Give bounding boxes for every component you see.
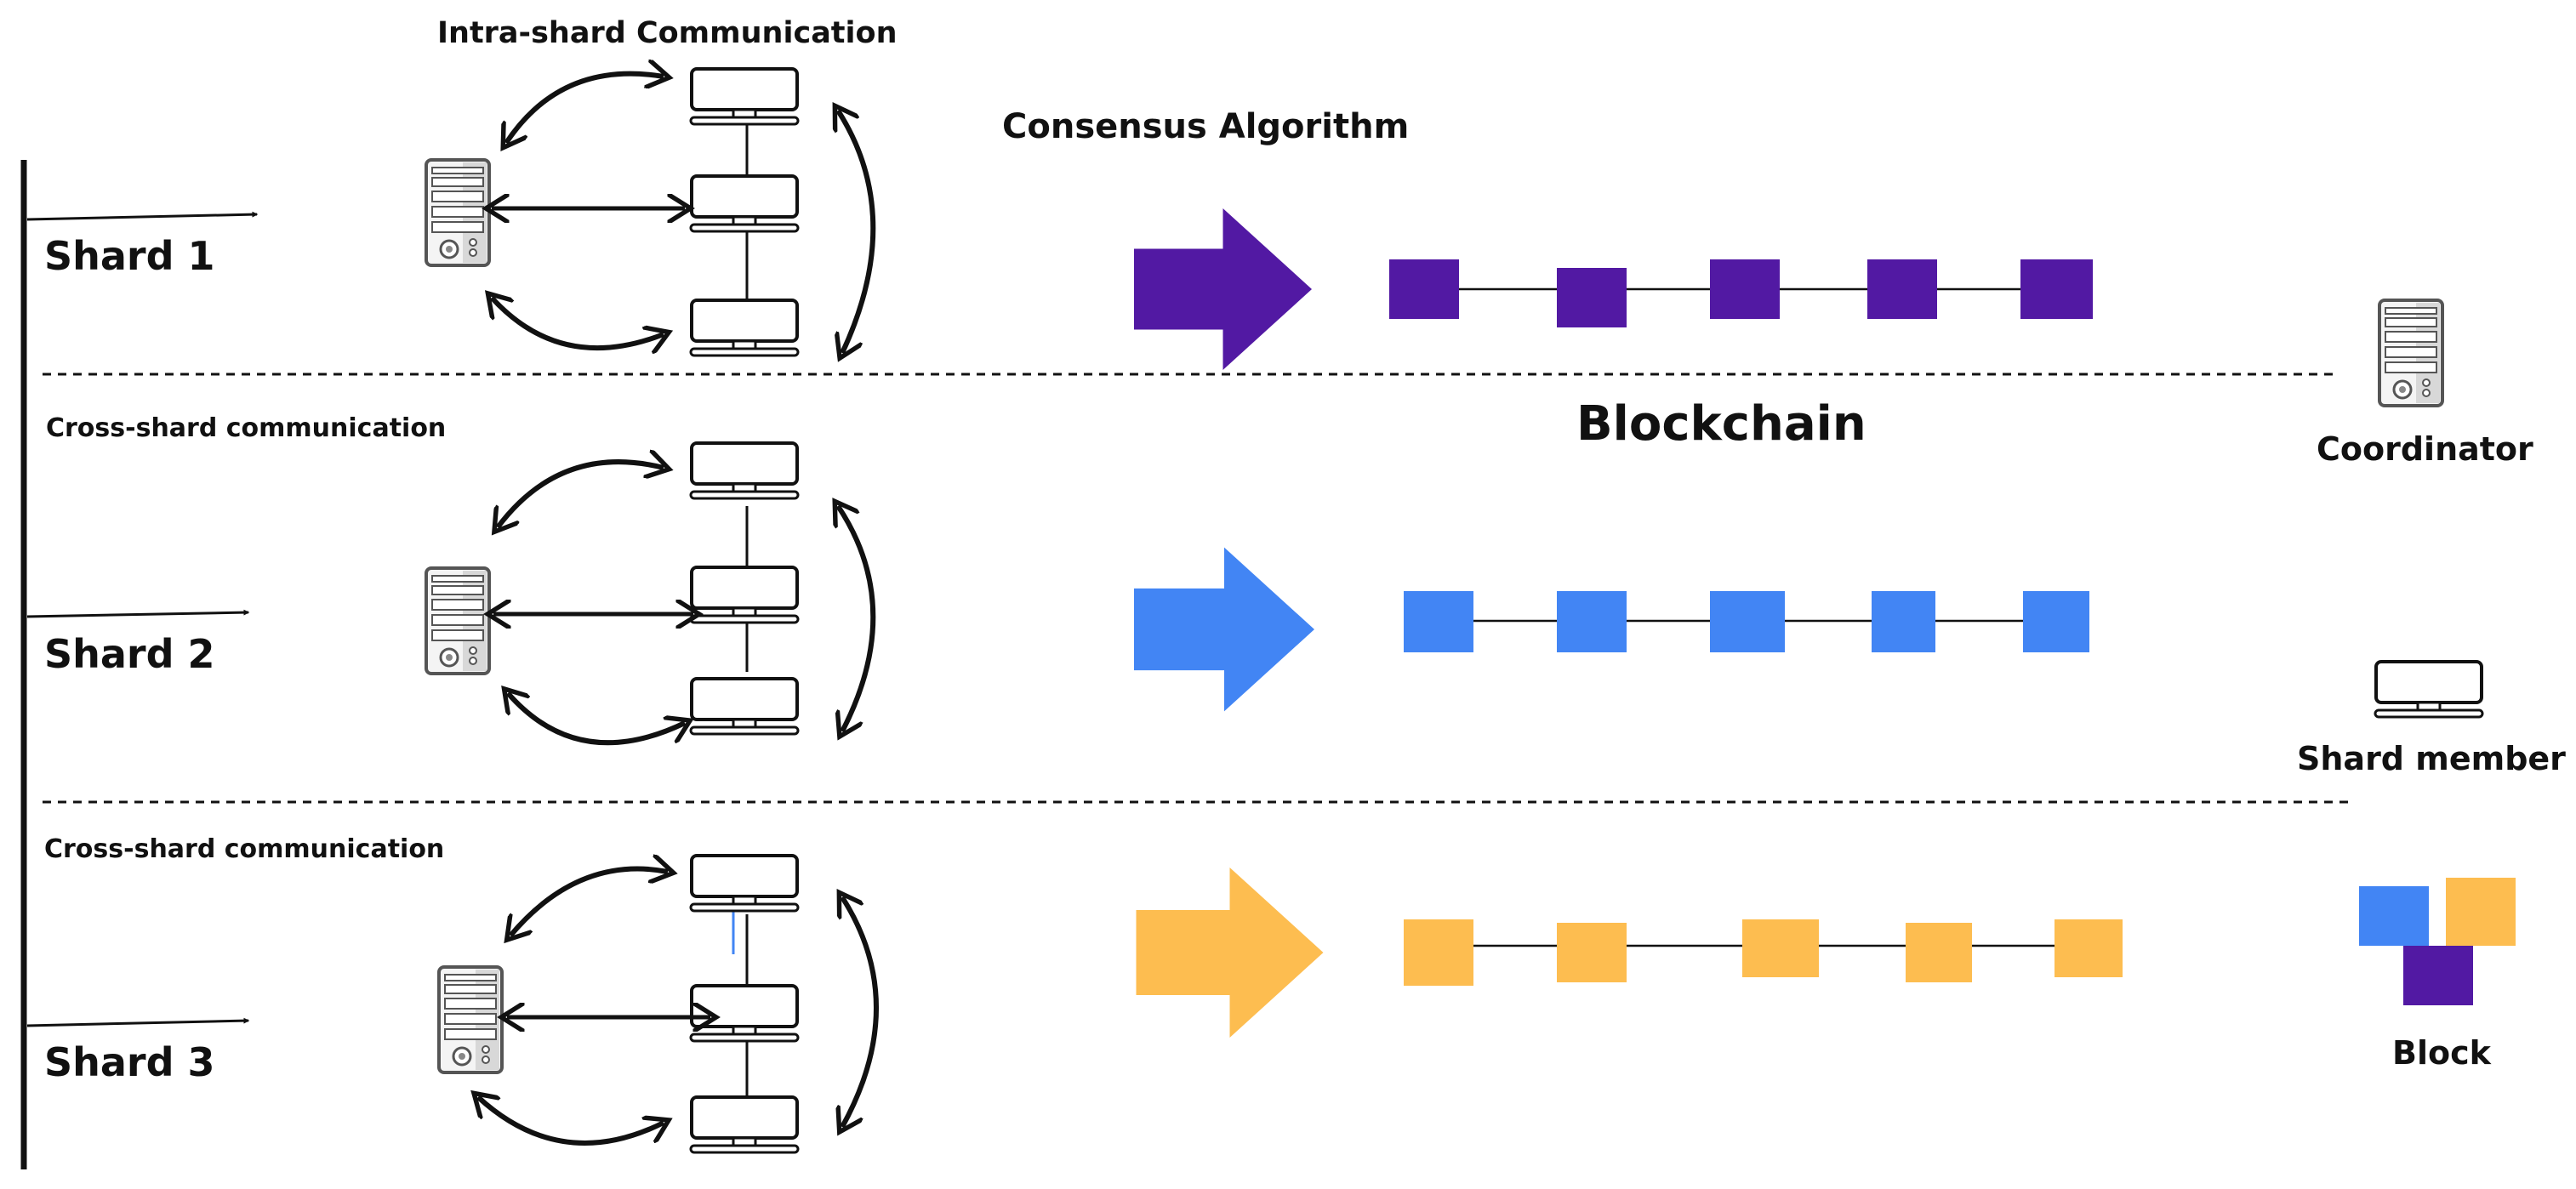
curved-arrow-icon [492, 298, 664, 348]
shard-pointer-line [26, 1017, 250, 1027]
shard-1-label: Shard 1 [44, 233, 215, 279]
blockchain-row-1 [1389, 259, 2093, 327]
curved-arrow-icon [498, 462, 664, 527]
block-square-icon [1710, 591, 1785, 652]
curved-arrow-icon [506, 74, 664, 143]
server-icon [426, 160, 489, 265]
blockchain-row-2 [1404, 591, 2089, 652]
block-square-icon [2055, 919, 2123, 977]
block-square-icon [1404, 919, 1473, 986]
shard-2-network [426, 441, 876, 746]
curved-arrow-icon [842, 897, 879, 1127]
arrow-right-icon [1134, 208, 1312, 370]
block-square-icon [1742, 919, 1819, 977]
shard-1-network [426, 67, 876, 357]
monitor-icon [689, 984, 800, 1043]
shard-pointer-line [26, 609, 250, 618]
coordinator-server-icon [2379, 300, 2442, 406]
monitor-icon [689, 441, 800, 500]
consensus-label: Consensus Algorithm [1002, 107, 1410, 146]
block-square-icon [1389, 259, 1459, 319]
curved-arrow-icon [838, 111, 876, 353]
blockchain-label: Blockchain [1576, 396, 1866, 452]
monitor-icon [689, 174, 800, 233]
arrow-right-icon [1134, 547, 1314, 712]
monitor-icon [689, 677, 800, 736]
coordinator-label: Coordinator [2317, 430, 2533, 468]
curved-arrow-icon [510, 869, 668, 936]
cross-shard-label: Cross-shard communication [46, 413, 447, 443]
shard-3-network [439, 854, 879, 1154]
server-icon [439, 967, 502, 1072]
curved-arrow-icon [478, 1097, 664, 1146]
monitor-icon [689, 1095, 800, 1154]
block-square-icon [2023, 591, 2089, 652]
legend-block-icon [2359, 878, 2516, 1005]
block-square-icon [1906, 923, 1972, 982]
monitor-icon [689, 566, 800, 624]
shard-member-label: Shard member [2297, 740, 2566, 777]
arrow-right-icon [1136, 868, 1324, 1038]
shard-pointer-line [26, 211, 259, 221]
monitor-icon [689, 299, 800, 357]
shard-2-label: Shard 2 [44, 631, 215, 677]
block-square-icon [1867, 259, 1937, 319]
block-square-icon [1557, 923, 1627, 982]
cross-shard-label: Cross-shard communication [44, 834, 445, 864]
block-square-icon [1557, 591, 1627, 652]
block-label: Block [2392, 1034, 2491, 1072]
blockchain-row-3 [1404, 919, 2123, 986]
block-square-icon [2020, 259, 2093, 319]
shard-3-label: Shard 3 [44, 1039, 215, 1085]
monitor-icon [689, 854, 800, 913]
block-square-icon [1872, 591, 1935, 652]
intra-shard-label: Intra-shard Communication [437, 16, 898, 50]
curved-arrow-icon [508, 693, 685, 746]
server-icon [426, 568, 489, 674]
block-square-icon [1404, 591, 1473, 652]
monitor-icon [689, 67, 800, 126]
block-square-icon [1710, 259, 1780, 319]
shard-member-monitor-icon [2375, 662, 2482, 717]
block-square-icon [1557, 268, 1627, 327]
curved-arrow-icon [838, 506, 876, 731]
